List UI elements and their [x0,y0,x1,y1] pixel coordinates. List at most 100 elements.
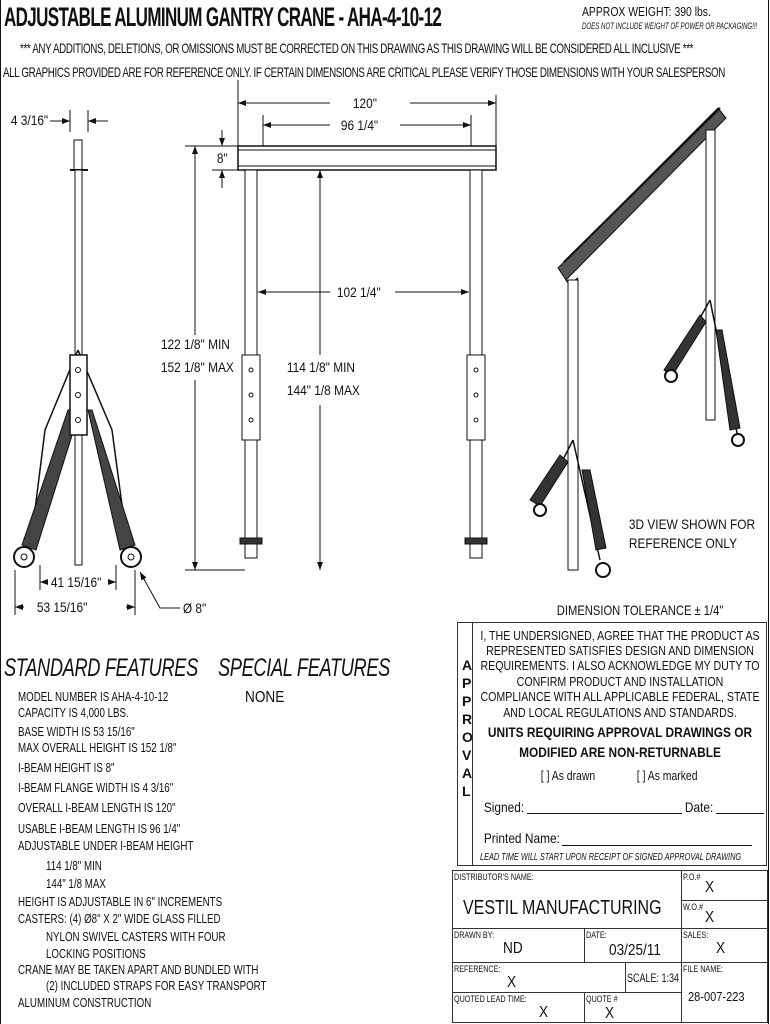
weight-note: DOES NOT INCLUDE WEIGHT OF POWER OR PACK… [582,21,758,31]
feature-item: ADJUSTABLE UNDER I-BEAM HEIGHT [18,839,194,853]
approval-date-field[interactable] [716,813,764,814]
side-view [13,110,180,615]
feature-item: ALUMINUM CONSTRUCTION [18,996,152,1010]
approval-letter: A [462,657,473,673]
approval-letter: R [462,711,473,727]
feature-item: MODEL NUMBER IS AHA-4-10-12 [18,690,169,704]
reference-cell: REFERENCE: X [452,962,626,993]
feature-item: 144" 1/8 MAX [46,877,106,891]
scale-value: SCALE: 1:34 [627,971,680,985]
drawn-by-label: DRAWN BY: [454,930,495,940]
feature-item: I-BEAM FLANGE WIDTH IS 4 3/16" [18,781,174,795]
feature-item: CASTERS: (4) Ø8" X 2" WIDE GLASS FILLED [18,912,221,926]
lead-time-value: X [539,1004,549,1021]
sales-cell: SALES: X [681,928,768,963]
drawn-by-value: ND [503,940,523,957]
dim-base-width: 53 15/16" [36,599,89,615]
printed-name-field[interactable] [562,845,752,846]
as-marked-checkbox[interactable]: [ ] As marked [636,768,699,783]
approval-statement-line: AND LOCAL REGULATIONS AND STANDARDS. [503,706,737,720]
reference-disclaimer: ALL GRAPHICS PROVIDED ARE FOR REFERENCE … [3,64,726,80]
lead-time-note: LEAD TIME WILL START UPON RECEIPT OF SIG… [480,851,742,863]
wo-label: W.O.# [683,902,704,912]
special-features-heading: SPECIAL FEATURES [218,654,390,682]
approval-letter: L [462,783,471,799]
dim-usable-length: 96 1/4" [340,117,380,133]
approval-statement-line: REQUIREMENTS. I ALSO ACKNOWLEDGE MY DUTY… [480,659,760,673]
reference-label: REFERENCE: [454,964,501,974]
dim-overall-length: 120" [352,95,378,111]
as-drawn-checkbox[interactable]: [ ] As drawn [540,768,596,783]
dimension-tolerance: DIMENSION TOLERANCE ± 1/4" [556,602,725,618]
view-note-line-1: 3D VIEW SHOWN FOR [628,516,756,532]
approval-letter: P [462,675,472,691]
approval-statement-line: CONFIRM PRODUCT AND INSTALLATION [516,675,724,689]
view-note-line-2: REFERENCE ONLY [628,535,738,551]
dim-overall-max: 152 1/8" MAX [160,359,235,375]
approval-box [457,622,767,866]
non-returnable-warning: MODIFIED ARE NON-RETURNABLE [519,744,721,760]
dim-inner-width: 102 1/4" [336,284,382,300]
distributor-label: DISTRIBUTOR'S NAME: [454,872,534,882]
date-cell: DATE: 03/25/11 [584,928,682,963]
quote-label: QUOTE # [586,994,618,1004]
printed-name-label: Printed Name: [483,830,561,846]
po-label: P.O.# [683,872,701,882]
signed-label: Signed: [483,799,526,815]
po-value: X [705,879,715,896]
dim-flange-width: 4 3/16" [10,112,50,128]
feature-item: MAX OVERALL HEIGHT IS 152 1/8" [18,741,177,755]
approval-letter: O [462,729,473,745]
dim-under-min: 114 1/8" MIN [286,359,356,375]
quote-cell: QUOTE # X [584,992,682,1023]
approval-letter: P [462,693,472,709]
approval-letter: V [462,747,472,763]
wo-cell: W.O.# X [681,900,768,929]
approval-side-label [457,622,473,866]
feature-item: NYLON SWIVEL CASTERS WITH FOUR [46,930,226,944]
drawn-by-cell: DRAWN BY: ND [452,928,585,963]
feature-item: I-BEAM HEIGHT IS 8" [18,761,115,775]
dim-beam-height: 8" [216,150,229,166]
inclusive-notice: *** ANY ADDITIONS, DELETIONS, OR OMISSIO… [20,40,694,56]
drawing-title: ADJUSTABLE ALUMINUM GANTRY CRANE - AHA-4… [4,2,442,32]
distributor-cell: DISTRIBUTOR'S NAME: VESTIL MANUFACTURING [452,870,682,929]
approx-weight: APPROX WEIGHT: 390 lbs. [582,4,711,19]
file-name-label: FILE NAME: [683,964,724,974]
distributor-name: VESTIL MANUFACTURING [463,897,662,919]
dim-wheel-span: 41 15/16" [50,574,103,590]
approval-statement-line: REPRESENTED SATISFIES DESIGN AND DIMENSI… [486,644,754,658]
date-label: DATE: [586,930,607,940]
signature-field[interactable] [527,813,682,814]
quote-value: X [605,1005,615,1022]
feature-item: OVERALL I-BEAM LENGTH IS 120" [18,801,176,815]
feature-item: USABLE I-BEAM LENGTH IS 96 1/4" [18,822,181,836]
date-value: 03/25/11 [609,942,661,959]
isometric-view [529,107,745,578]
dim-under-max: 144" 1/8 MAX [286,382,361,398]
date-label: Date: [684,799,715,815]
feature-item: LOCKING POSITIONS [46,947,146,961]
dim-caster-diameter: Ø 8" [182,600,208,616]
front-view [185,80,497,571]
file-name-cell: FILE NAME: 28-007-223 [681,962,768,1023]
reference-value: X [507,974,517,991]
scale-cell: SCALE: 1:34 [625,962,682,993]
wo-value: X [705,909,715,926]
feature-item: HEIGHT IS ADJUSTABLE IN 6" INCREMENTS [18,895,223,909]
feature-item: 114 1/8" MIN [46,859,102,873]
sales-label: SALES: [683,930,709,940]
lead-time-label: QUOTED LEAD TIME: [454,994,527,1004]
lead-time-cell: QUOTED LEAD TIME: X [452,992,585,1023]
feature-item: CRANE MAY BE TAKEN APART AND BUNDLED WIT… [18,963,259,977]
feature-item: BASE WIDTH IS 53 15/16" [18,725,135,739]
non-returnable-warning: UNITS REQUIRING APPROVAL DRAWINGS OR [487,724,753,740]
sales-value: X [716,940,726,957]
standard-features-heading: STANDARD FEATURES [4,654,198,682]
approval-statement-line: I, THE UNDERSIGNED, AGREE THAT THE PRODU… [480,629,760,643]
file-name-value: 28-007-223 [688,989,745,1004]
dim-overall-min: 122 1/8" MIN [160,336,231,352]
approval-letter: A [462,765,473,781]
feature-item: CAPACITY IS 4,000 LBS. [18,706,129,720]
